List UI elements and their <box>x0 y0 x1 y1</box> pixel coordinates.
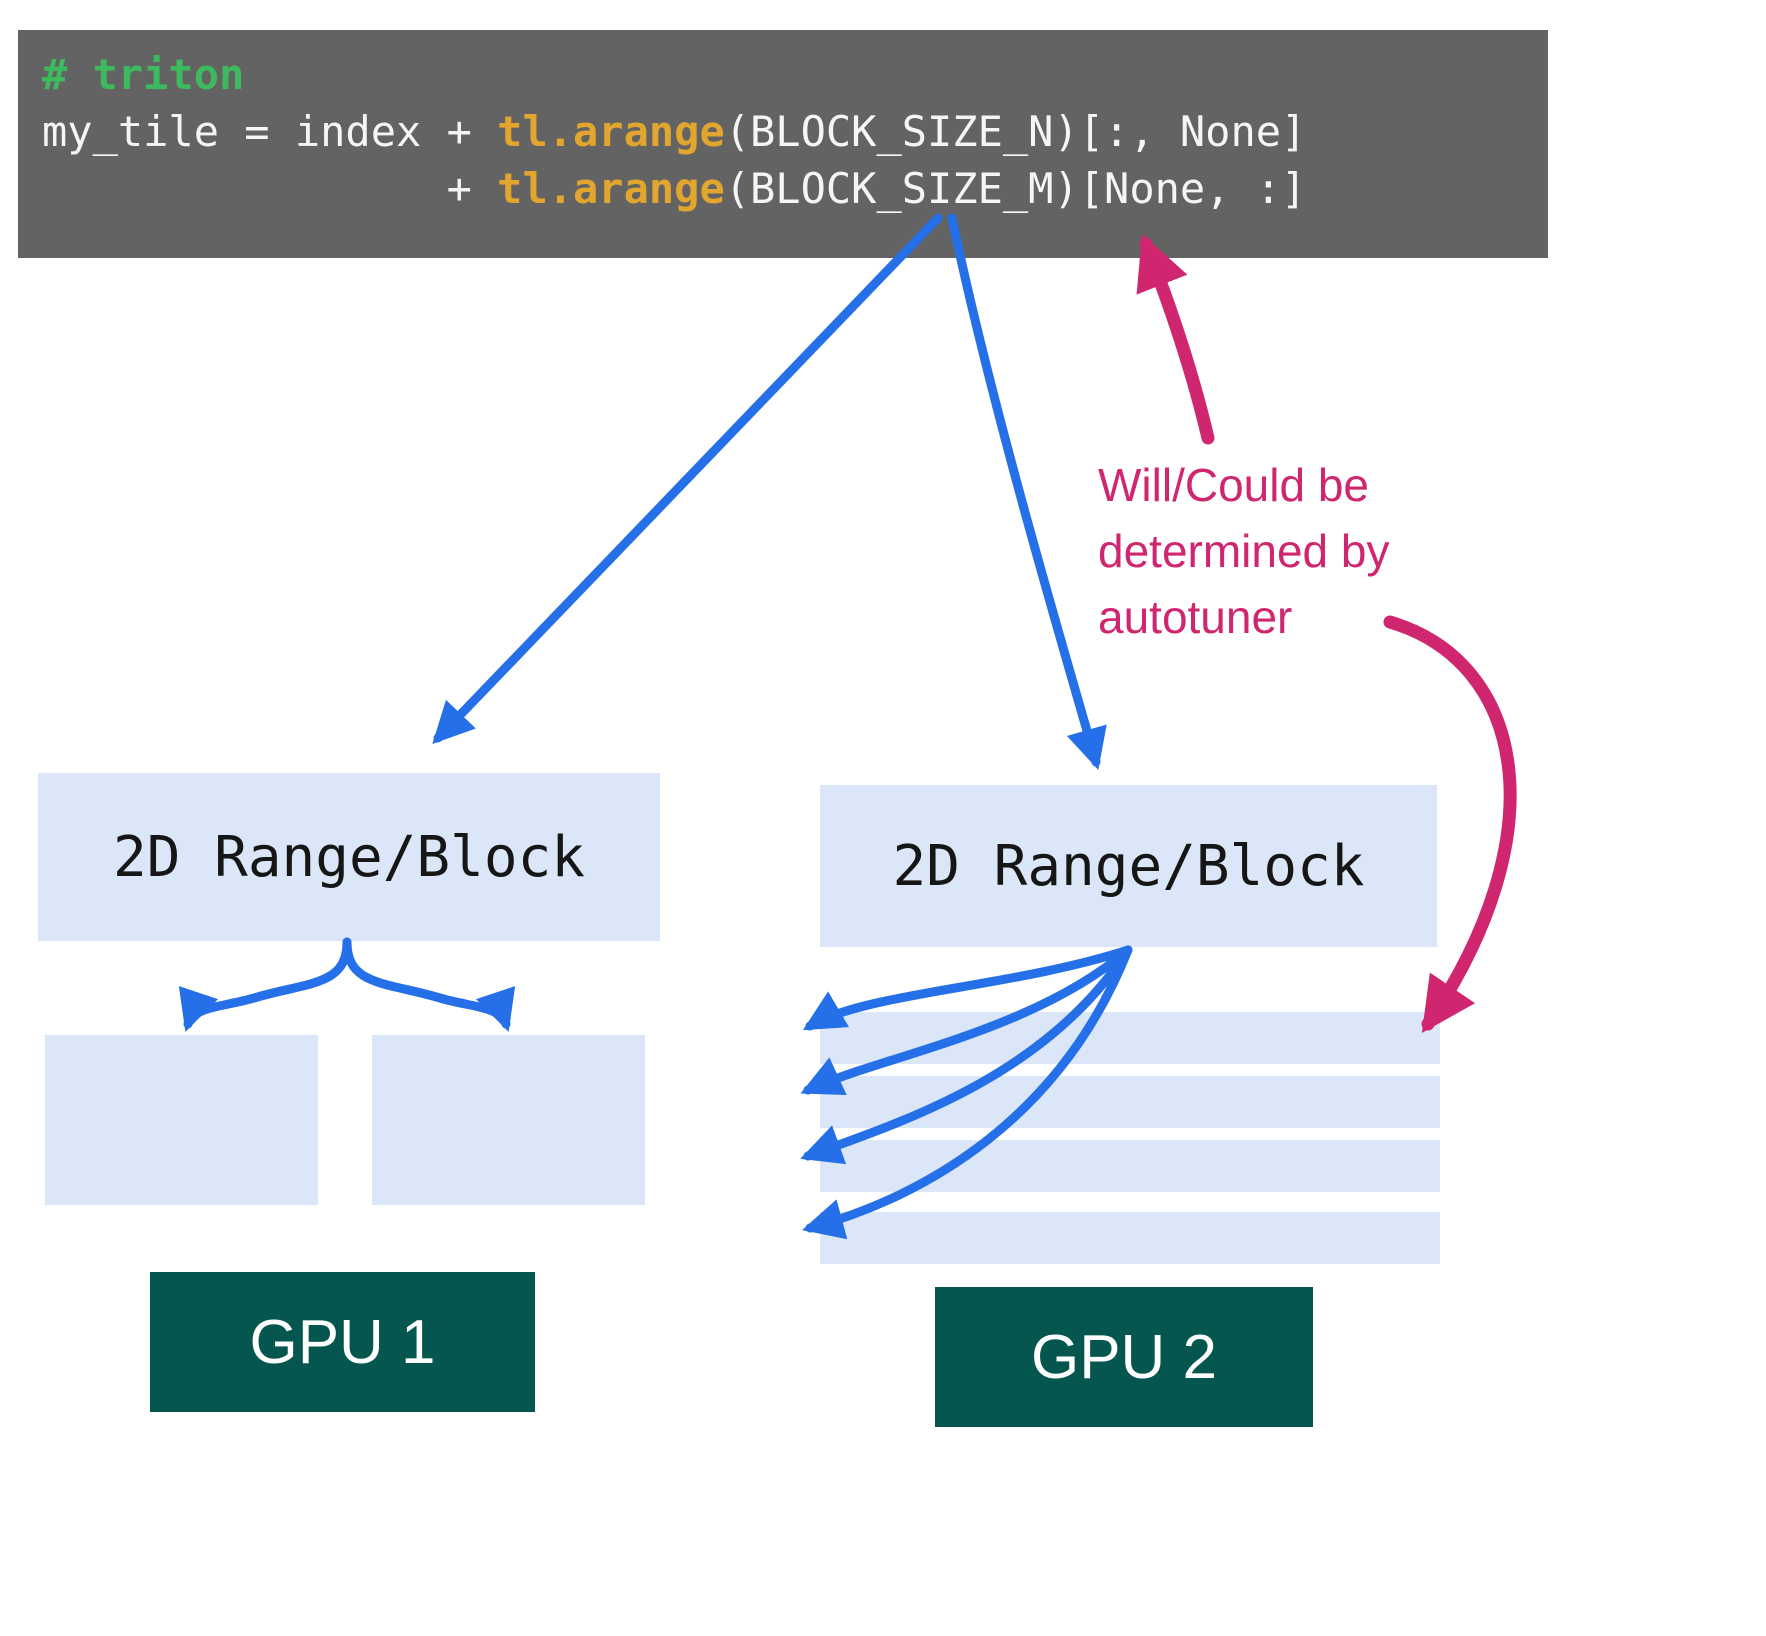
gpu2-label-box: GPU 2 <box>935 1287 1313 1427</box>
gpu1-sub-block-2 <box>372 1035 645 1205</box>
gpu2-row-2 <box>820 1076 1440 1128</box>
code-line3-post: (BLOCK_SIZE_M)[None, :] <box>724 164 1307 213</box>
right-2d-range-block-label: 2D Range/Block <box>892 833 1365 899</box>
left-2d-range-block: 2D Range/Block <box>38 773 660 941</box>
gpu1-label: GPU 1 <box>249 1307 436 1377</box>
gpu2-row-4 <box>820 1212 1440 1264</box>
code-line3-function: tl.arange <box>497 164 725 213</box>
gpu2-row-3 <box>820 1140 1440 1192</box>
left-2d-range-block-label: 2D Range/Block <box>112 824 585 890</box>
code-line3-pre: + <box>42 164 498 213</box>
arrow-code-to-right-block <box>947 213 1107 770</box>
code-line2-post: (BLOCK_SIZE_N)[:, None] <box>724 107 1307 156</box>
annotation-line-2: determined by <box>1098 525 1390 577</box>
code-comment: # triton <box>42 50 245 99</box>
code-line-2: my_tile = index + tl.arange(BLOCK_SIZE_N… <box>42 103 1524 160</box>
autotuner-annotation: Will/Could be determined by autotuner <box>1098 452 1390 650</box>
right-2d-range-block: 2D Range/Block <box>820 785 1437 947</box>
arrow-left-block-split-right <box>342 937 516 1032</box>
code-line2-function: tl.arange <box>497 107 725 156</box>
gpu2-row-1 <box>820 1012 1440 1064</box>
annotation-line-3: autotuner <box>1098 591 1293 643</box>
arrow-annotation-to-code <box>1136 233 1215 445</box>
gpu1-label-box: GPU 1 <box>150 1272 535 1412</box>
code-block: # triton my_tile = index + tl.arange(BLO… <box>18 30 1548 258</box>
arrow-left-block-split-left <box>178 937 352 1032</box>
gpu2-label: GPU 2 <box>1030 1322 1218 1392</box>
arrow-code-to-left-block <box>432 213 943 744</box>
code-line2-pre: my_tile = index + <box>42 107 498 156</box>
code-line-3: + tl.arange(BLOCK_SIZE_M)[None, :] <box>42 160 1524 217</box>
gpu1-sub-block-1 <box>45 1035 318 1205</box>
annotation-line-1: Will/Could be <box>1098 459 1369 511</box>
code-line-comment: # triton <box>42 46 1524 103</box>
